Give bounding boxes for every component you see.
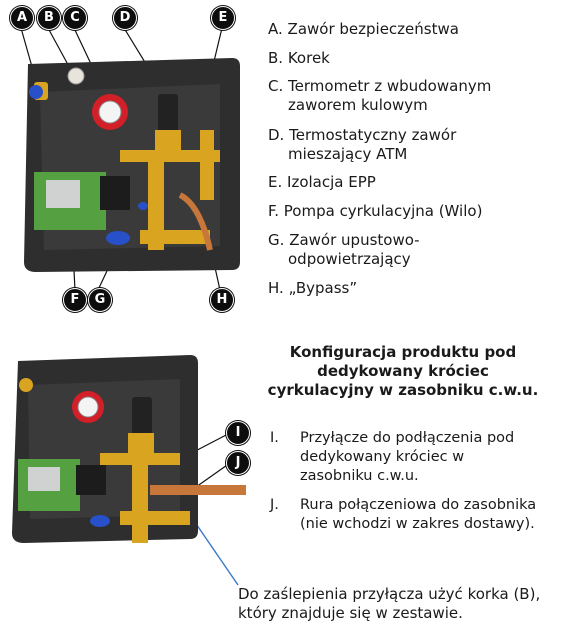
callout-g: G bbox=[88, 288, 112, 312]
callout-f: F bbox=[63, 288, 87, 312]
config-item-i: I. Przyłącze do podłączenia pod dedykowan… bbox=[270, 429, 550, 486]
plug-note: Do zaślepienia przyłącza użyć korka (B),… bbox=[238, 585, 541, 622]
legend-text: Izolacja EPP bbox=[287, 173, 376, 191]
legend-text: Korek bbox=[287, 49, 330, 67]
bypass-pipe bbox=[178, 192, 213, 251]
legend-letter: F. bbox=[268, 202, 279, 220]
brass-pipe-vertical bbox=[148, 150, 164, 250]
legend-item-c: C. Termometr z wbudowanym zaworem kulowy… bbox=[268, 77, 518, 115]
safety-valve-cap bbox=[29, 85, 43, 99]
callout-c: C bbox=[63, 6, 87, 30]
legend-item-e: E. Izolacja EPP bbox=[268, 173, 376, 192]
legend-item-g: G. Zawór upustowo-odpowietrzający bbox=[268, 231, 488, 269]
atm-valve-head-bottom bbox=[132, 397, 152, 435]
blue-valve-handle-bottom bbox=[90, 515, 110, 527]
legend-letter: C. bbox=[268, 77, 284, 95]
callout-b: B bbox=[37, 6, 61, 30]
brass-pipe-horizontal bbox=[120, 150, 220, 162]
atm-valve-head bbox=[158, 94, 178, 134]
plug bbox=[67, 67, 85, 85]
pump-label bbox=[46, 180, 80, 208]
legend-letter: D. bbox=[268, 126, 285, 144]
safety-valve-bottom bbox=[19, 378, 33, 392]
thermometer-dial-bottom bbox=[77, 396, 99, 418]
pump-motor bbox=[100, 176, 130, 210]
callout-j: J bbox=[226, 451, 250, 475]
legend-letter: A. bbox=[268, 20, 283, 38]
top-assembly-illustration bbox=[20, 27, 240, 291]
brass-pipe-bottom-v bbox=[132, 453, 148, 543]
thermometer-dial bbox=[98, 100, 122, 124]
callout-i: I bbox=[226, 421, 250, 445]
legend-item-a: A. Zawór bezpieczeństwa bbox=[268, 20, 459, 39]
config-item-letter: J. bbox=[270, 497, 279, 513]
config-title: Konfiguracja produktu pod dedykowany kró… bbox=[267, 343, 539, 399]
legend-text: Termostatyczny zawór mieszający ATM bbox=[288, 126, 457, 163]
config-item-text: Rura połączeniowa do zasobnika (nie wcho… bbox=[300, 497, 537, 532]
legend-letter: B. bbox=[268, 49, 284, 67]
brass-pipe-bottom bbox=[140, 230, 210, 244]
connection-pipe-copper bbox=[150, 485, 246, 495]
callout-h: H bbox=[210, 288, 234, 312]
legend-text: „Bypass” bbox=[288, 279, 358, 297]
callout-d: D bbox=[113, 6, 137, 30]
legend-letter: E. bbox=[268, 173, 283, 191]
config-item-text: Przyłącze do podłączenia pod dedykowany … bbox=[300, 430, 515, 484]
purge-valve bbox=[138, 202, 148, 210]
legend-text: Zawór upustowo-odpowietrzający bbox=[288, 231, 420, 268]
config-item-j: J. Rura połączeniowa do zasobnika (nie wc… bbox=[270, 496, 550, 534]
legend-text: Termometr z wbudowanym zaworem kulowym bbox=[288, 77, 492, 114]
blue-valve-handle bbox=[106, 231, 130, 245]
bottom-assembly-illustration bbox=[12, 355, 246, 586]
config-item-letter: I. bbox=[270, 430, 279, 446]
legend-letter: H. bbox=[268, 279, 284, 297]
legend-item-d: D. Termostatyczny zawór mieszający ATM bbox=[268, 126, 518, 164]
legend-item-f: F. Pompa cyrkulacyjna (Wilo) bbox=[268, 202, 482, 221]
legend-item-b: B. Korek bbox=[268, 49, 330, 68]
brass-pipe-right bbox=[200, 130, 214, 200]
brass-pipe-bottom-low bbox=[120, 511, 190, 525]
legend-text: Pompa cyrkulacyjna (Wilo) bbox=[283, 202, 483, 220]
callout-e: E bbox=[211, 6, 235, 30]
callout-a: A bbox=[10, 6, 34, 30]
pump-label-bottom bbox=[28, 467, 60, 491]
legend-letter: G. bbox=[268, 231, 285, 249]
pump-motor-bottom bbox=[76, 465, 106, 495]
legend-text: Zawór bezpieczeństwa bbox=[287, 20, 459, 38]
legend-item-h: H. „Bypass” bbox=[268, 279, 357, 298]
